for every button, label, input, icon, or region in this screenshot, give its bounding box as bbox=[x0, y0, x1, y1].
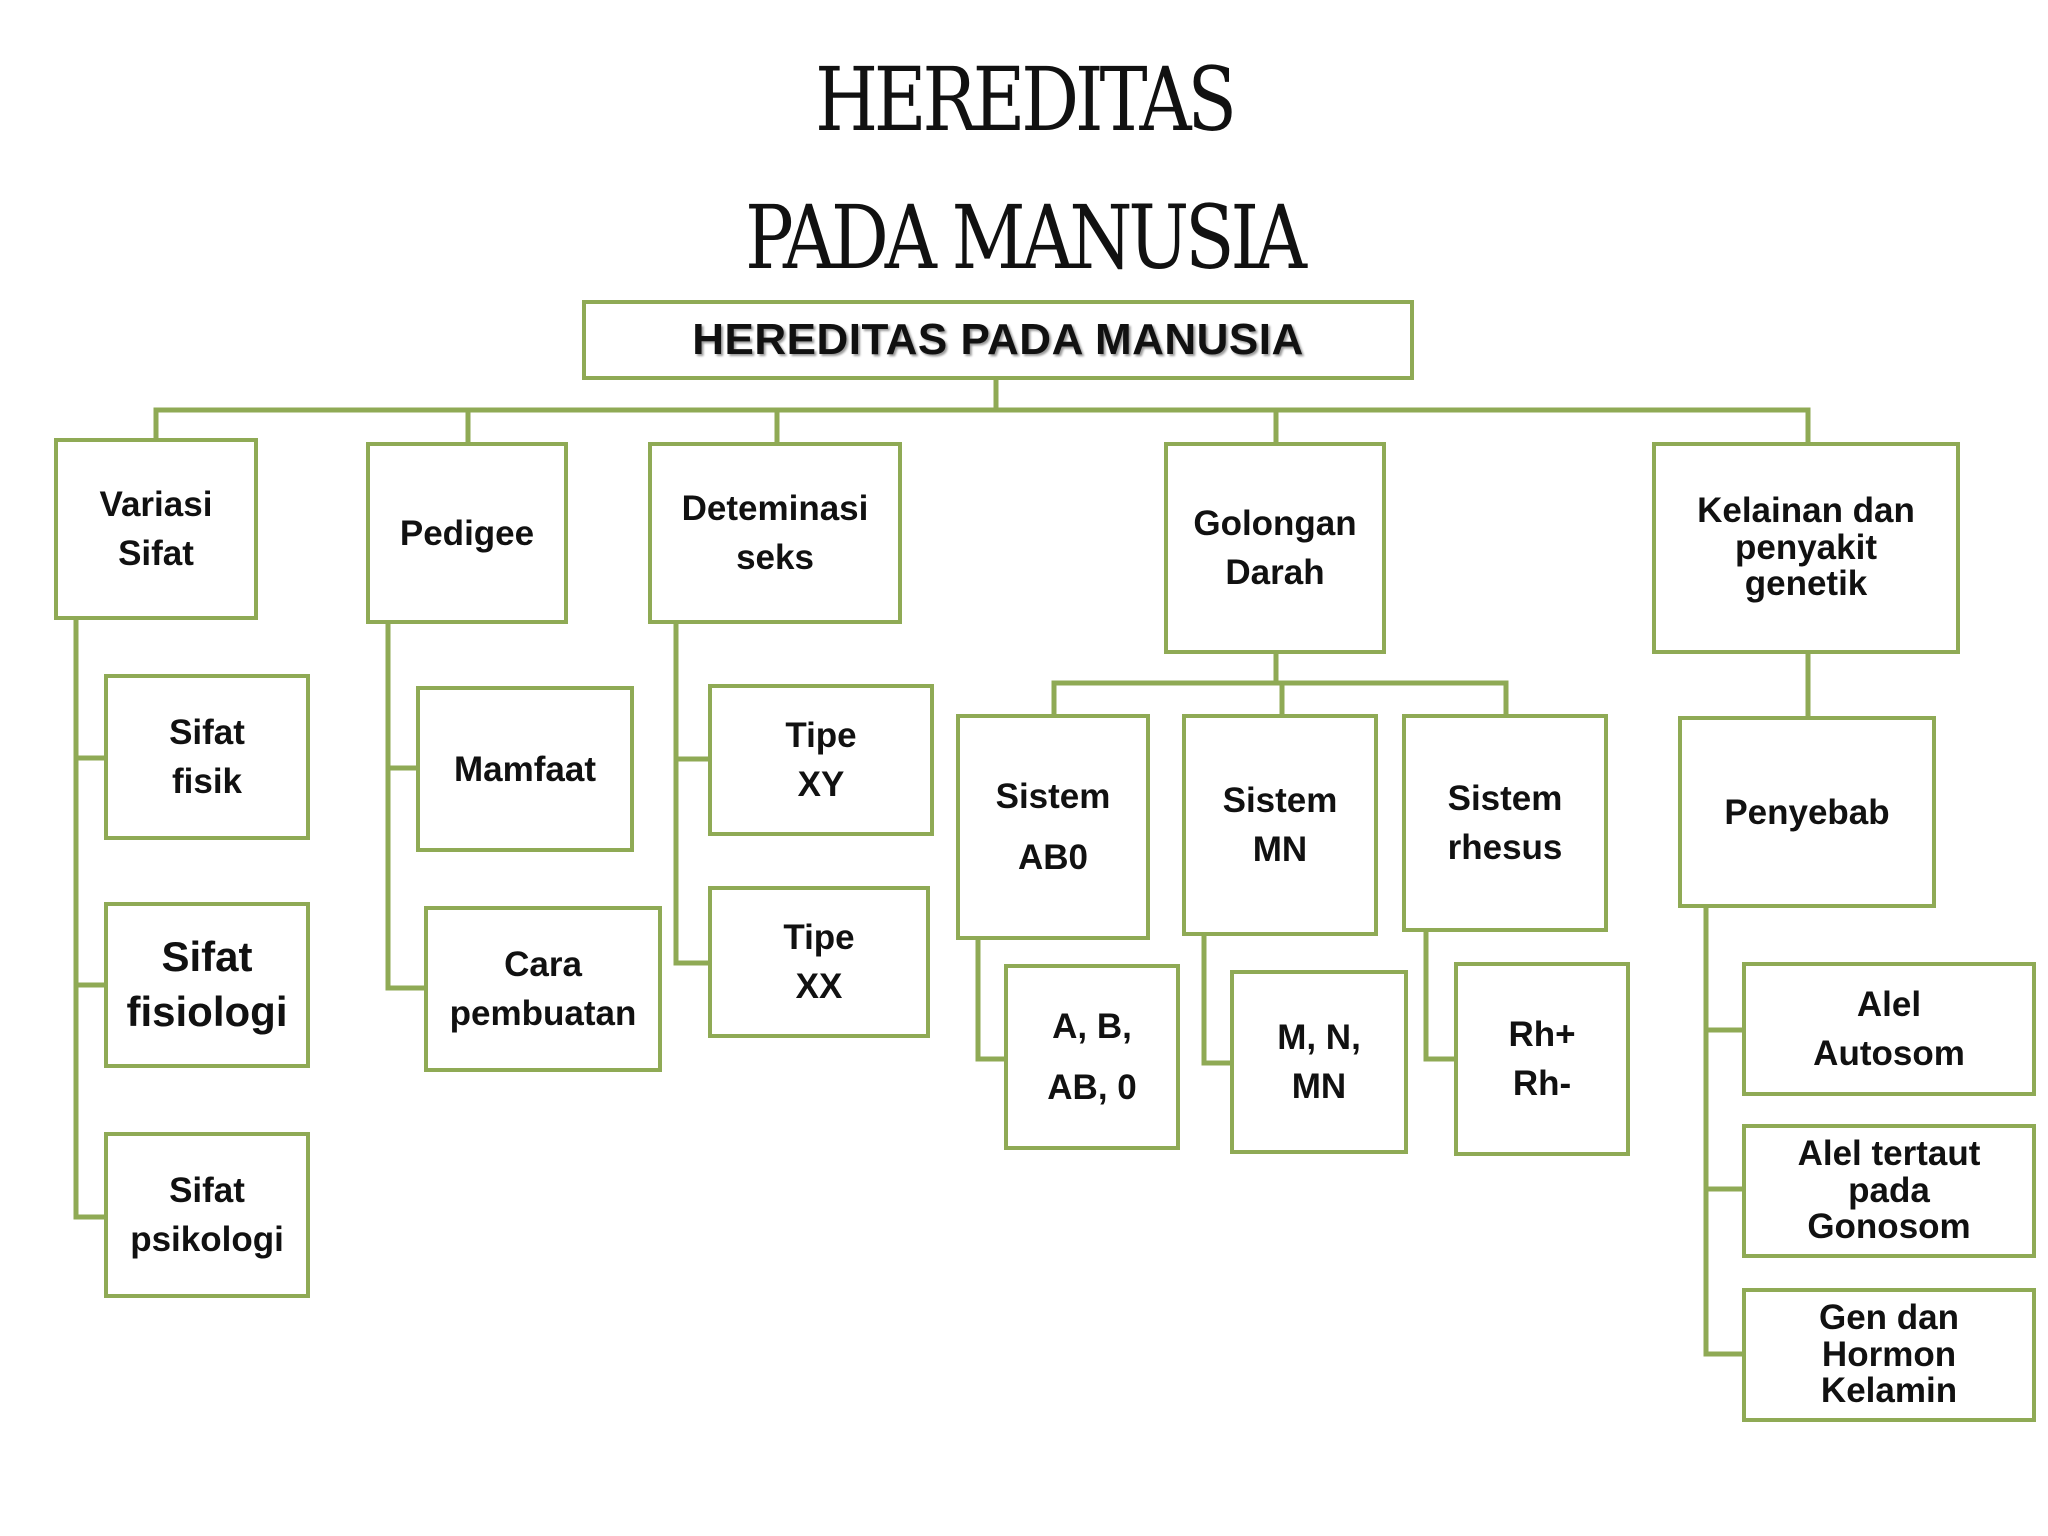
connector-mn-values bbox=[1201, 931, 1235, 1066]
node-sifat-psikologi: Sifat psikologi bbox=[104, 1132, 310, 1298]
node-sistem-abo-label: Sistem AB0 bbox=[995, 776, 1111, 877]
node-sifat-fisiologi: Sifat fisiologi bbox=[104, 902, 310, 1068]
connector-penyebab-children bbox=[1703, 903, 1747, 1357]
node-kelainan-label: Kelainan dan penyakit genetik bbox=[1697, 490, 1915, 604]
node-cara-pembuatan: Cara pembuatan bbox=[424, 906, 662, 1072]
node-golongan-darah: Golongan Darah bbox=[1164, 442, 1386, 654]
node-alel-autosom: Alel Autosom bbox=[1742, 962, 2036, 1096]
node-tipe-xy-label: Tipe XY bbox=[785, 716, 857, 804]
node-sifat-fisiologi-label: Sifat fisiologi bbox=[126, 933, 288, 1035]
node-mn-values-label: M, N, MN bbox=[1277, 1018, 1361, 1106]
page-title-line-2: PADA MANUSIA bbox=[745, 186, 1307, 289]
connector-pedigee-children bbox=[385, 619, 427, 991]
node-rh-values-label: Rh+ Rh- bbox=[1508, 1015, 1576, 1103]
connector-rh-values bbox=[1423, 928, 1459, 1062]
node-penyebab: Penyebab bbox=[1678, 716, 1936, 908]
root-node: HEREDITAS PADA MANUSIA bbox=[582, 300, 1414, 380]
node-kelainan-penyakit-genetik: Kelainan dan penyakit genetik bbox=[1652, 442, 1960, 654]
node-sifat-fisik: Sifat fisik bbox=[104, 674, 310, 840]
node-sistem-rhesus: Sistem rhesus bbox=[1402, 714, 1608, 932]
node-cara-pembuatan-label: Cara pembuatan bbox=[449, 945, 637, 1033]
node-mamfaat-label: Mamfaat bbox=[454, 749, 596, 789]
connector-determinasi-children bbox=[673, 619, 711, 966]
node-tipe-xx: Tipe XX bbox=[708, 886, 930, 1038]
node-alel-autosom-label: Alel Autosom bbox=[1813, 985, 1965, 1073]
node-abo-values: A, B, AB, 0 bbox=[1004, 964, 1180, 1150]
node-sistem-abo: Sistem AB0 bbox=[956, 714, 1150, 940]
node-alel-gonosom-label: Alel tertaut pada Gonosom bbox=[1797, 1133, 1981, 1247]
node-mn-values: M, N, MN bbox=[1230, 970, 1408, 1154]
node-sistem-rhesus-label: Sistem rhesus bbox=[1447, 779, 1563, 867]
connector-variasi-children bbox=[73, 615, 107, 1220]
node-tipe-xx-label: Tipe XX bbox=[783, 918, 855, 1006]
node-tipe-xy: Tipe XY bbox=[708, 684, 934, 836]
connector-golongan-systems bbox=[1051, 649, 1509, 719]
node-variasi-sifat-label: Variasi Sifat bbox=[99, 485, 213, 573]
page-title-line-1: HEREDITAS bbox=[815, 48, 1237, 151]
connector-abo-values bbox=[975, 935, 1009, 1062]
node-sifat-psikologi-label: Sifat psikologi bbox=[130, 1171, 284, 1259]
node-sistem-mn: Sistem MN bbox=[1182, 714, 1378, 936]
node-pedigee: Pedigee bbox=[366, 442, 568, 624]
node-sistem-mn-label: Sistem MN bbox=[1222, 781, 1338, 869]
node-golongan-darah-label: Golongan Darah bbox=[1193, 504, 1357, 592]
node-gen-hormon-kelamin: Gen dan Hormon Kelamin bbox=[1742, 1288, 2036, 1422]
node-variasi-sifat: Variasi Sifat bbox=[54, 438, 258, 620]
node-abo-values-label: A, B, AB, 0 bbox=[1047, 1006, 1137, 1107]
node-alel-tertaut-gonosom: Alel tertaut pada Gonosom bbox=[1742, 1124, 2036, 1258]
node-determinasi-seks-label: Deteminasi seks bbox=[681, 489, 869, 577]
node-gen-hormon-label: Gen dan Hormon Kelamin bbox=[1818, 1297, 1960, 1411]
node-sifat-fisik-label: Sifat fisik bbox=[169, 713, 245, 801]
node-rh-values: Rh+ Rh- bbox=[1454, 962, 1630, 1156]
root-node-label: HEREDITAS PADA MANUSIA bbox=[692, 315, 1304, 365]
node-mamfaat: Mamfaat bbox=[416, 686, 634, 852]
node-determinasi-seks: Deteminasi seks bbox=[648, 442, 902, 624]
node-penyebab-label: Penyebab bbox=[1724, 792, 1890, 832]
node-pedigee-label: Pedigee bbox=[399, 513, 535, 553]
